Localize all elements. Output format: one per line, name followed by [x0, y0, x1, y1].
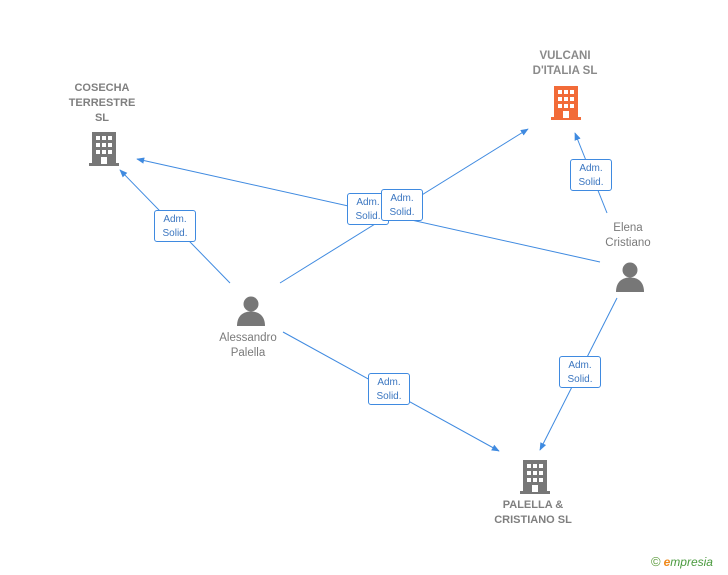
- role-label-alessandro-palella[interactable]: Adm. Solid.: [368, 373, 410, 405]
- role-label-elena-palella[interactable]: Adm. Solid.: [559, 356, 601, 388]
- building-icon[interactable]: [89, 132, 119, 166]
- building-icon[interactable]: [520, 460, 550, 494]
- role-label-alessandro-vulcani[interactable]: Adm. Solid.: [381, 189, 423, 221]
- role-label-elena-vulcani[interactable]: Adm. Solid.: [570, 159, 612, 191]
- role-label-alessandro-cosecha[interactable]: Adm. Solid.: [154, 210, 196, 242]
- person-name-alessandro-palella[interactable]: Alessandro Palella: [219, 332, 277, 359]
- copyright-symbol: ©: [651, 554, 661, 569]
- company-name-palella-cristiano[interactable]: PALELLA & CRISTIANO SL: [494, 499, 572, 526]
- empresia-logo[interactable]: ©empresia: [651, 554, 713, 569]
- building-icon[interactable]: [551, 86, 581, 120]
- person-name-elena-cristiano[interactable]: Elena Cristiano: [605, 222, 651, 249]
- brand-name: mpresia: [670, 555, 713, 569]
- person-icon[interactable]: [616, 262, 644, 293]
- brand-initial: e: [663, 555, 671, 569]
- company-name-vulcani-ditalia[interactable]: VULCANI D'ITALIA SL: [532, 50, 598, 77]
- company-name-cosecha-terrestre[interactable]: COSECHA TERRESTRE SL: [68, 82, 136, 124]
- person-icon[interactable]: [237, 296, 265, 327]
